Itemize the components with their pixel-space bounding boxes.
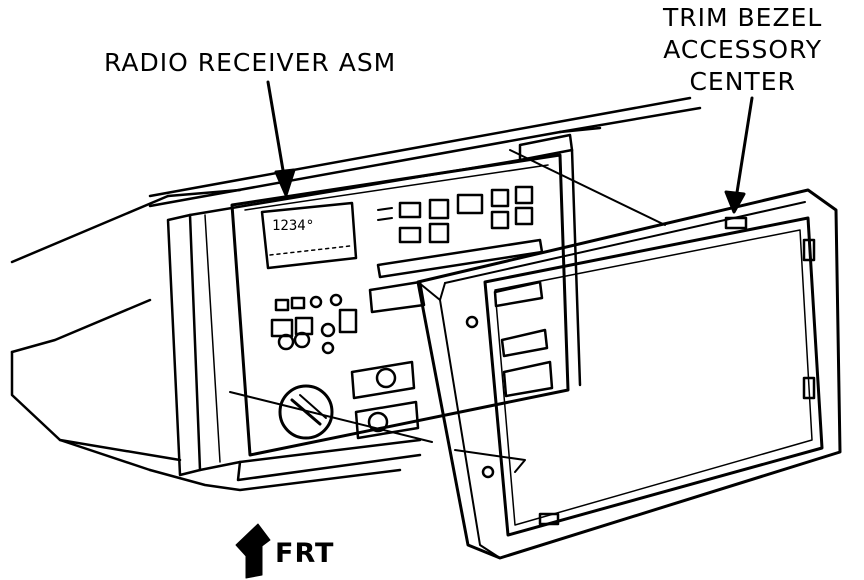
- clock-display: [260, 201, 358, 270]
- alignment-lines: [229, 149, 666, 473]
- trim-bezel-label: TRIM BEZEL ACCESSORY CENTER: [663, 2, 822, 98]
- trim-bezel-label-line-1: TRIM BEZEL: [663, 3, 823, 32]
- dashboard-outline: [10, 96, 702, 492]
- trim-bezel-label-line-3: CENTER: [689, 67, 796, 96]
- trim-bezel-accessory-center: [416, 188, 842, 560]
- front-direction-arrow-icon: [235, 523, 271, 579]
- clock-display-readout: 1234°: [272, 218, 315, 234]
- radio-receiver-leader: [266, 80, 296, 197]
- rotary-knob: [278, 384, 334, 440]
- radio-receiver-faceplate: [230, 153, 570, 457]
- front-label: FRT: [275, 538, 335, 569]
- trim-bezel-leader: [724, 96, 754, 214]
- trim-bezel-label-line-2: ACCESSORY: [663, 35, 823, 64]
- radio-receiver-label: RADIO RECEIVER ASM: [104, 48, 397, 77]
